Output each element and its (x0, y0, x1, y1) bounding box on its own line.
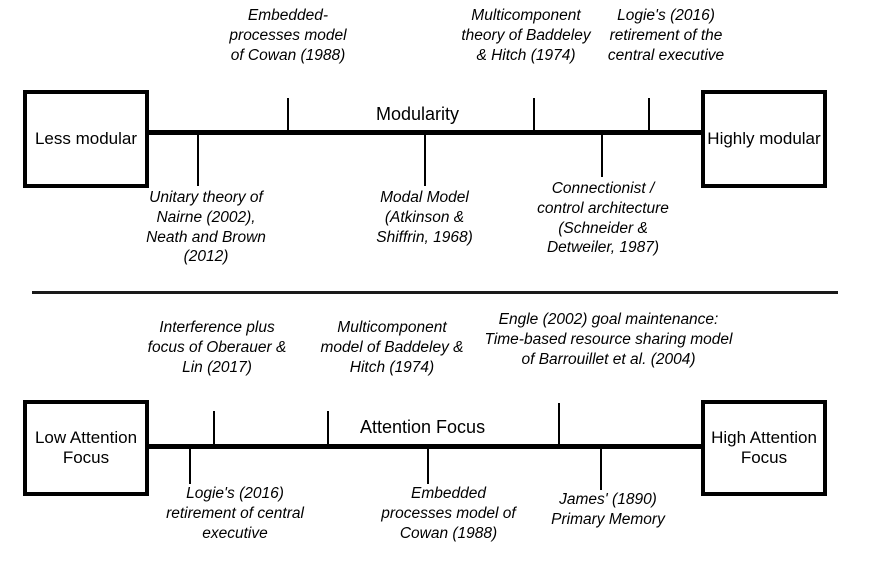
modularity-annotation-label: Multicomponent theory of Baddeley & Hitc… (461, 7, 591, 64)
modularity-tick-below-2 (601, 134, 603, 177)
attention-annotation-label: Interference plus focus of Oberauer & Li… (147, 319, 287, 376)
modularity-right-endpoint-label: Highly modular (707, 128, 821, 148)
attention-axis-title: Attention Focus (354, 417, 492, 438)
modularity-annotation-label: Unitary theory of Nairne (2002), Neath a… (146, 189, 266, 266)
attention-left-endpoint-box: Low Attention Focus (23, 400, 149, 496)
attention-right-endpoint-label: High Attention Focus (711, 427, 817, 467)
attention-tick-below-1 (427, 448, 429, 484)
attention-tick-below-0 (189, 448, 191, 484)
modularity-axis-title: Modularity (370, 104, 466, 125)
modularity-annotation-label: Connectionist / control architecture (Sc… (537, 180, 669, 257)
modularity-left-endpoint-box: Less modular (23, 90, 149, 188)
attention-tick-below-2 (600, 448, 602, 490)
attention-axis-line (148, 444, 704, 449)
section-divider (32, 291, 838, 294)
attention-right-endpoint-box: High Attention Focus (701, 400, 827, 496)
attention-annotation-label: Embedded processes model of Cowan (1988) (381, 485, 516, 542)
attention-left-endpoint-label: Low Attention Focus (34, 427, 138, 467)
modularity-tick-above-1 (533, 98, 535, 130)
modularity-annotation-label: Embedded- processes model of Cowan (1988… (229, 7, 347, 64)
modularity-axis-line (148, 130, 704, 135)
attention-annotation-label: James' (1890) Primary Memory (551, 491, 665, 528)
modularity-tick-above-2 (648, 98, 650, 130)
attention-tick-above-1 (327, 411, 329, 444)
modularity-annotation-label: Logie's (2016) retirement of the central… (607, 7, 725, 64)
attention-tick-above-2 (558, 403, 560, 444)
modularity-annotation-label: Modal Model (Atkinson & Shiffrin, 1968) (376, 189, 473, 246)
modularity-tick-above-0 (287, 98, 289, 130)
attention-annotation-label: Engle (2002) goal maintenance: Time-base… (484, 311, 733, 368)
attention-annotation-label: Logie's (2016) retirement of central exe… (166, 485, 304, 542)
modularity-tick-below-0 (197, 134, 199, 186)
modularity-left-endpoint-label: Less modular (34, 128, 138, 148)
modularity-right-endpoint-box: Highly modular (701, 90, 827, 188)
attention-tick-above-0 (213, 411, 215, 444)
modularity-tick-below-1 (424, 134, 426, 186)
attention-annotation-label: Multicomponent model of Baddeley & Hitch… (320, 319, 464, 376)
